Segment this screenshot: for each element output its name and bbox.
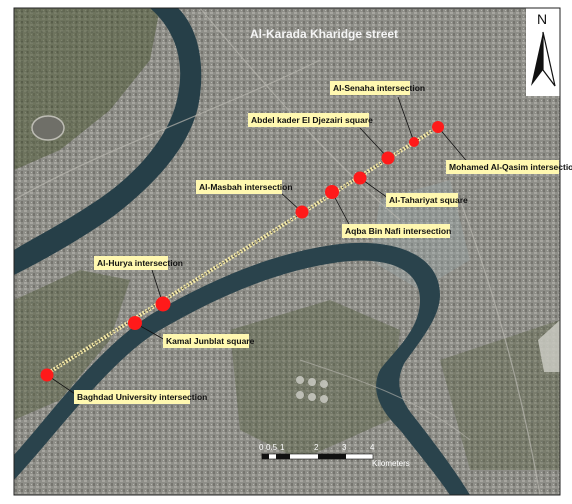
- marker-baghdad-university: [40, 368, 54, 382]
- scale-tick-3: 3: [342, 443, 347, 452]
- marker-al-senaha: [409, 137, 419, 147]
- label-al-tahariyat: Al-Tahariyat square: [389, 195, 468, 205]
- scale-tick-0: 0: [259, 443, 264, 452]
- north-label: N: [537, 11, 547, 27]
- label-mohamed-al-qasim: Mohamed Al-Qasim intersection: [449, 162, 572, 172]
- label-kamal-junblat: Kamal Junblat square: [166, 336, 255, 346]
- scale-bar: 0 0.5 1 2 3 4 Kilometers: [259, 443, 410, 468]
- marker-al-masbah: [295, 205, 309, 219]
- river-tigris-south: [14, 242, 470, 495]
- label-al-masbah: Al-Masbah intersection: [199, 182, 293, 192]
- label-baghdad-university: Baghdad University intersection: [77, 392, 207, 402]
- marker-al-hurya: [155, 296, 171, 312]
- marker-mohamed-al-qasim: [432, 121, 444, 133]
- marker-aqba-bin-nafi: [325, 185, 339, 199]
- north-arrow-icon: N: [526, 8, 560, 96]
- label-al-hurya: Al-Hurya intersection: [97, 258, 183, 268]
- map-imagery: [13, 7, 560, 496]
- label-al-senaha: Al-Senaha intersection: [333, 83, 425, 93]
- scale-tick-1: 1: [280, 443, 285, 452]
- karada-street-line: [43, 124, 442, 377]
- label-abdel-kader: Abdel kader El Djezairi square: [251, 115, 373, 125]
- marker-kamal-junblat: [128, 316, 142, 330]
- marker-al-tahariyat: [353, 171, 367, 185]
- marker-abdel-kader: [381, 151, 395, 165]
- river-tigris-north: [14, 8, 202, 275]
- label-aqba-bin-nafi: Aqba Bin Nafi intersection: [345, 226, 451, 236]
- scale-tick-0-5: 0.5: [266, 443, 278, 452]
- scale-tick-4: 4: [370, 443, 375, 452]
- location-markers: Al-Senaha intersection Abdel kader El Dj…: [40, 81, 572, 404]
- map-title: Al-Karada Kharidge street: [250, 27, 398, 41]
- scale-tick-2: 2: [314, 443, 319, 452]
- scale-unit: Kilometers: [372, 459, 410, 468]
